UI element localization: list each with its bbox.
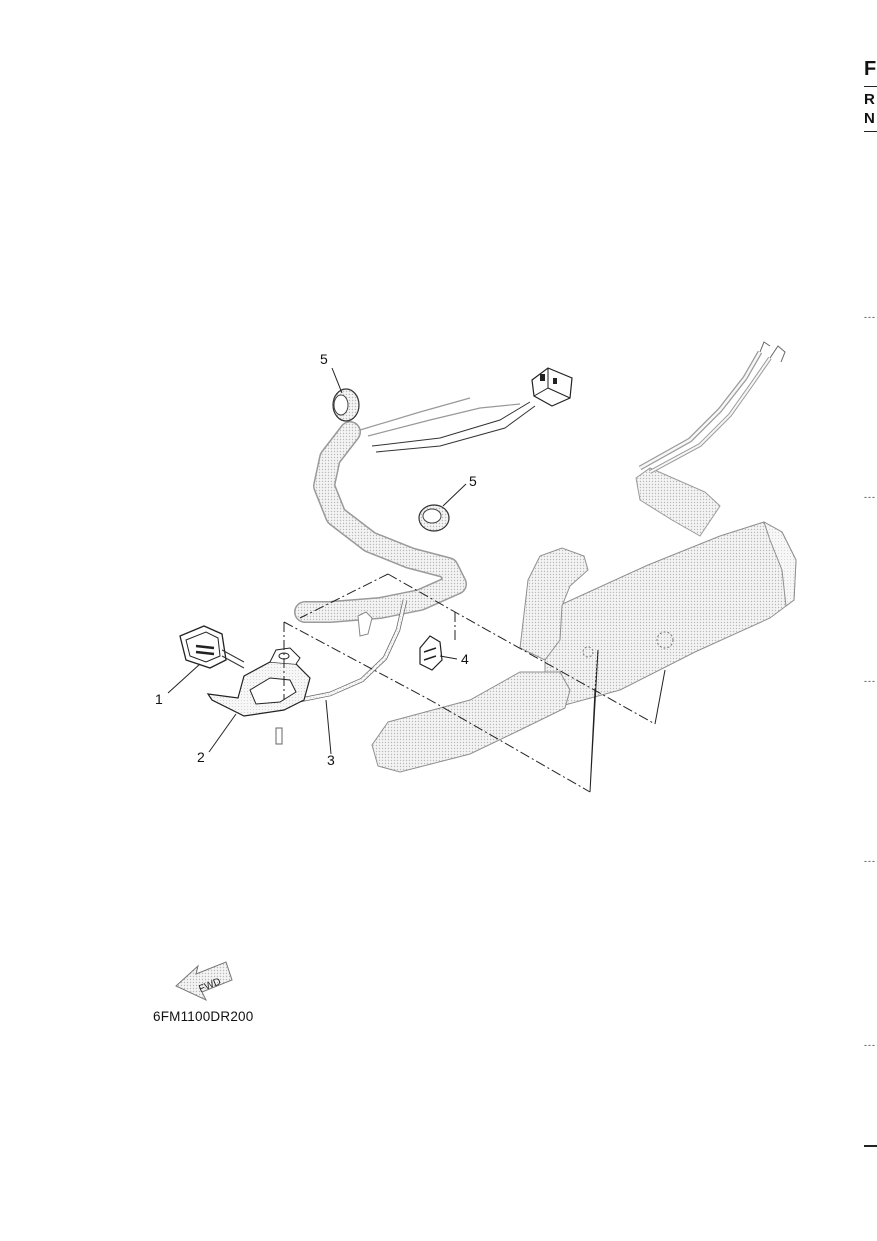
screw	[357, 611, 373, 637]
callout-1: 1	[155, 691, 163, 707]
wire-harness	[271, 397, 536, 705]
edge-rule	[864, 86, 877, 87]
edge-tick: ---	[864, 676, 876, 686]
edge-tick: ---	[864, 856, 876, 866]
fwd-arrow: FWD	[175, 961, 233, 1002]
bracket-part-2	[206, 647, 311, 745]
edge-tick: ---	[864, 1040, 876, 1050]
wire-connector	[531, 367, 573, 407]
edge-letter-n: N	[864, 110, 875, 127]
diagram-part-code: 6FM1100DR200	[153, 1009, 254, 1024]
edge-rule	[864, 1145, 877, 1147]
edge-letter-r: R	[864, 91, 875, 108]
edge-tick: ---	[864, 312, 876, 322]
grommet-part-5a	[332, 388, 360, 422]
grommet-part-5b	[418, 504, 450, 532]
callout-5b: 5	[469, 473, 477, 489]
callout-leaders	[167, 367, 467, 755]
assembly-lines	[283, 573, 656, 793]
edge-tick: ---	[864, 492, 876, 502]
leader-lines	[589, 649, 666, 793]
edge-letter-f: F	[864, 58, 877, 80]
switch-part-1	[179, 625, 245, 669]
callout-5a: 5	[320, 351, 328, 367]
tiller-handle	[371, 341, 797, 773]
callout-2: 2	[197, 749, 205, 765]
callout-3: 3	[327, 752, 335, 768]
edge-rule	[864, 131, 877, 132]
clip-part-4	[419, 635, 443, 671]
callout-4: 4	[461, 651, 469, 667]
